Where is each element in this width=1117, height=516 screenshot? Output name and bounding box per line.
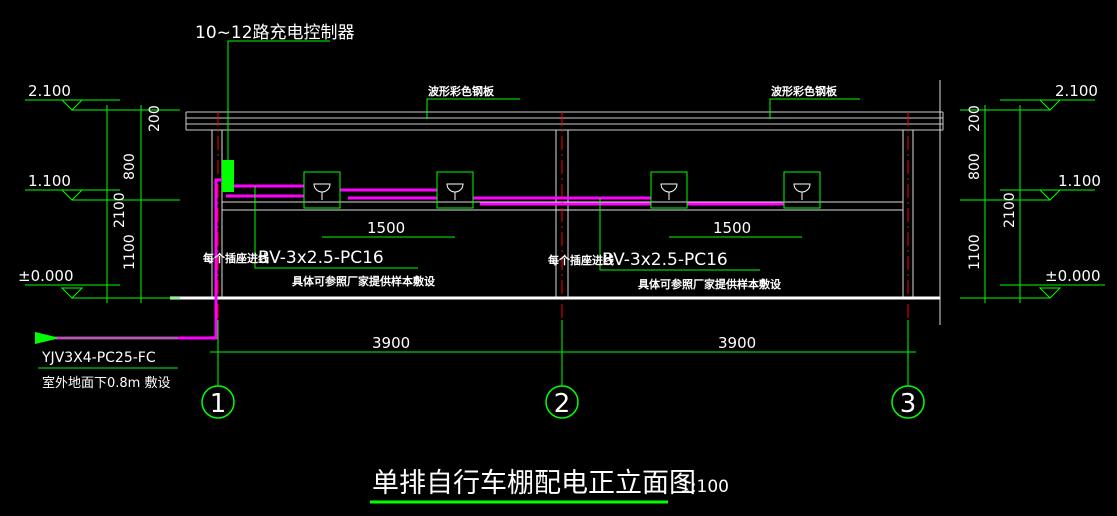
roof <box>185 111 944 131</box>
drawing-scale: 1:100 <box>680 477 729 497</box>
level-label: ±0.000 <box>18 267 74 285</box>
incoming-cable: YJV3X4-PC25-FC <box>41 350 156 366</box>
vertical-dim: 800 <box>967 153 983 180</box>
level-label: 2.100 <box>1055 82 1098 100</box>
outlets <box>303 171 821 209</box>
install-note: 具体可参照厂家提供样本敷设 <box>292 274 436 288</box>
incoming-arrow-icon <box>35 332 60 344</box>
outlet-cable: BV-3x2.5-PC16 <box>602 250 728 270</box>
axis-bubble <box>545 385 579 419</box>
axis-lines <box>217 112 909 320</box>
right-level-marks <box>960 99 1105 303</box>
incoming-note: 室外地面下0.8m 敷设 <box>42 375 170 391</box>
vertical-dim: 2100 <box>1002 192 1018 228</box>
axis-label: 3 <box>900 389 917 419</box>
axis-bubble <box>891 385 925 419</box>
roof-label: 波形彩色钢板 <box>771 84 838 98</box>
outlet-cable: BV-3x2.5-PC16 <box>258 248 384 268</box>
vertical-dim: 200 <box>147 105 163 132</box>
axis-label: 2 <box>554 389 571 419</box>
bay-width-dim: 3900 <box>372 334 410 352</box>
outlet-spacing-dim: 1500 <box>713 219 751 237</box>
left-level-marks <box>25 99 180 303</box>
controller-label: 10~12路充电控制器 <box>195 23 355 43</box>
outlet-feed-label: 每个插座进线 <box>203 251 269 265</box>
drawing-title: 单排自行车棚配电正立面图 <box>372 468 696 499</box>
vertical-dim: 1100 <box>967 234 983 270</box>
install-note: 具体可参照厂家提供样本敷设 <box>638 277 782 291</box>
level-label: 1.100 <box>28 172 71 190</box>
level-label: 2.100 <box>28 82 71 100</box>
roof-label: 波形彩色钢板 <box>428 84 495 98</box>
vertical-dim: 800 <box>122 153 138 180</box>
level-label: ±0.000 <box>1045 267 1101 285</box>
vertical-dim: 200 <box>967 105 983 132</box>
outlet-spacing-dim: 1500 <box>367 219 405 237</box>
axis-label: 1 <box>210 389 227 419</box>
axis-bubble <box>201 385 235 419</box>
charging-controller <box>222 160 234 192</box>
level-label: 1.100 <box>1058 172 1101 190</box>
conduit <box>40 178 784 340</box>
outlet-feed-label: 每个插座进线 <box>548 253 614 267</box>
vertical-dim: 1100 <box>122 234 138 270</box>
vertical-dim: 2100 <box>112 192 128 228</box>
bay-width-dim: 3900 <box>718 334 756 352</box>
